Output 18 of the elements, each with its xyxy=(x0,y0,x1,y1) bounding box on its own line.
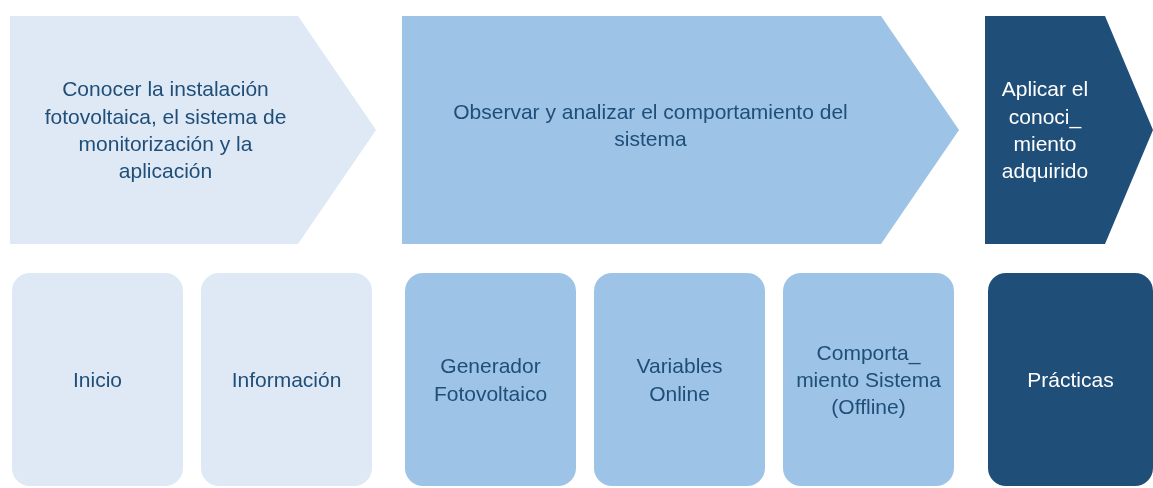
phase-label: Observar y analizar el comportamiento del sistema xyxy=(452,99,849,153)
step-card xyxy=(201,273,372,486)
step-label: Generador Fotovoltaico xyxy=(432,353,549,407)
step-card xyxy=(594,273,765,486)
step-label: Información xyxy=(231,366,342,393)
step-card xyxy=(988,273,1153,486)
phase-label: Conocer la instalación fotovoltaica, el sistema de monitorización y la aplicación xyxy=(43,76,288,185)
step-label: Comporta_ miento Sistema (Offline) xyxy=(795,339,942,421)
step-card xyxy=(783,273,954,486)
step-label: Variables Online xyxy=(635,353,724,407)
phase-label: Aplicar el conoci_ miento adquirido xyxy=(1000,76,1090,185)
chevron-step xyxy=(402,16,959,244)
step-label: Inicio xyxy=(73,366,122,393)
chevron-step xyxy=(985,16,1153,244)
step-label: Prácticas xyxy=(1027,366,1114,393)
chevron-step xyxy=(10,16,376,244)
step-card xyxy=(405,273,576,486)
step-card xyxy=(12,273,183,486)
